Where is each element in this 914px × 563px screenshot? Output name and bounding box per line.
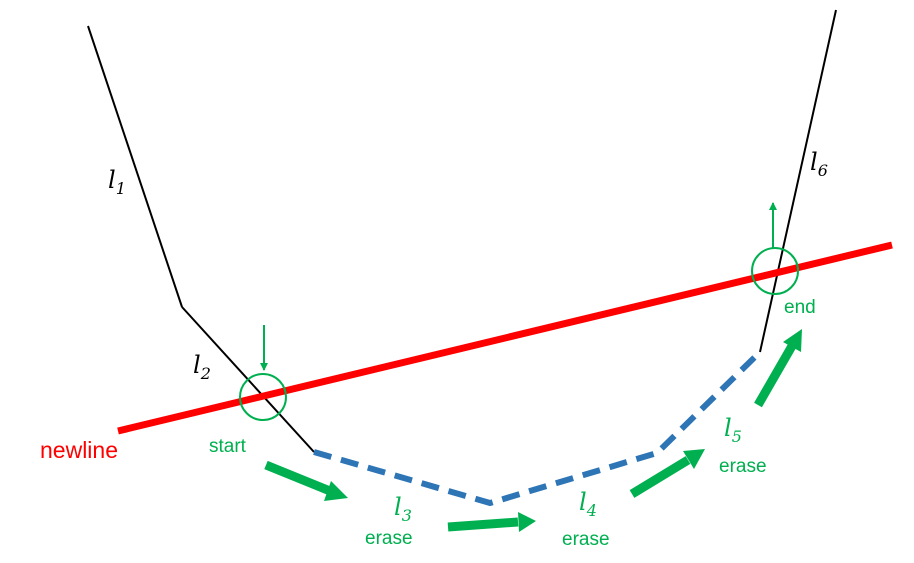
end-intersection-circle bbox=[751, 247, 799, 295]
erase-label-l5: erase bbox=[719, 456, 767, 477]
erase-label-l3: erase bbox=[365, 528, 413, 549]
start-label: start bbox=[209, 436, 247, 457]
segment-l1 bbox=[87, 25, 183, 308]
erased-segments-l3-l4-l5 bbox=[313, 349, 763, 507]
newline-line bbox=[117, 241, 893, 435]
segment-l6 bbox=[759, 9, 837, 353]
newline-label: newline bbox=[40, 437, 118, 463]
traversal-arrow-1 bbox=[264, 460, 348, 501]
traversal-arrow-3 bbox=[629, 449, 705, 498]
end-label: end bbox=[784, 297, 816, 318]
label-l4: l4 bbox=[579, 488, 597, 520]
label-l2: l2 bbox=[193, 351, 211, 383]
label-l6: l6 bbox=[810, 148, 828, 180]
erase-label-l4: erase bbox=[562, 529, 610, 550]
start-intersection-circle bbox=[239, 373, 287, 421]
label-l3: l3 bbox=[394, 493, 412, 525]
label-l5: l5 bbox=[724, 414, 742, 446]
traversal-arrow-4 bbox=[754, 329, 802, 408]
label-l1: l1 bbox=[108, 166, 126, 198]
traversal-arrow-2 bbox=[447, 512, 536, 532]
